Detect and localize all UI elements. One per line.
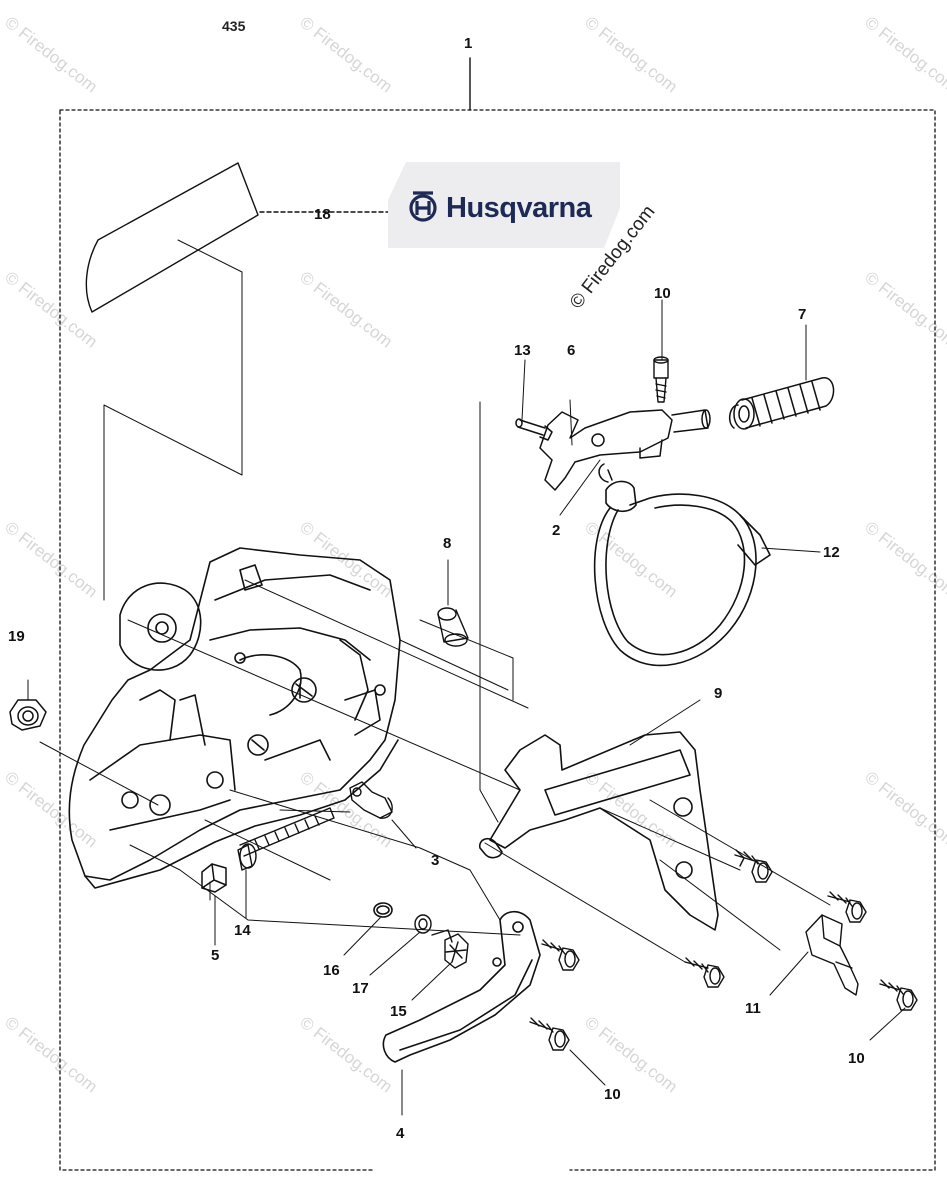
clutch-cover-housing	[68, 547, 401, 889]
decal-sheet	[85, 162, 391, 313]
washer-part	[373, 902, 393, 918]
tensioner-nut	[201, 863, 227, 893]
bolt-part	[684, 957, 725, 988]
callout-number: 11	[745, 1000, 761, 1017]
assembly-border	[59, 109, 936, 1171]
decal-guide-lines	[103, 239, 499, 823]
washer-part	[414, 914, 432, 934]
brand-logo	[388, 162, 620, 248]
callout-number: 5	[211, 947, 220, 964]
page-code: 435	[222, 18, 246, 34]
bumper-part	[382, 910, 541, 1063]
callout-number: 14	[234, 922, 251, 939]
screw-part	[653, 356, 669, 403]
callout-number: 8	[443, 535, 452, 552]
callout-number: 12	[823, 544, 840, 561]
bolt-part	[529, 1017, 570, 1051]
callout-number: 13	[514, 342, 531, 359]
leader-lines	[27, 299, 906, 1116]
tensioner-part	[349, 781, 393, 819]
callout-number: 10	[848, 1050, 865, 1067]
bolt-part	[827, 891, 867, 923]
callout-number: 9	[714, 685, 723, 702]
callout-number: 1	[464, 35, 473, 52]
callout-number: 17	[352, 980, 369, 997]
brake-lever-assembly	[515, 409, 711, 491]
brand-logo-text: Husqvarna	[446, 192, 592, 224]
callout-number: 6	[567, 342, 576, 359]
callout-number: 10	[604, 1086, 621, 1103]
callout-number: 19	[8, 628, 25, 645]
callout-number: 2	[552, 522, 561, 539]
brake-band	[593, 480, 771, 667]
callout-number: 10	[654, 285, 671, 302]
pin-part	[437, 607, 469, 647]
bolt-part	[879, 979, 918, 1011]
callout-number: 18	[314, 206, 331, 223]
chain-guide-plate	[478, 731, 719, 931]
nut-part	[9, 699, 47, 731]
clip-part	[805, 914, 859, 996]
callout-number: 4	[396, 1125, 405, 1142]
spring-part	[728, 377, 835, 430]
tensioner-screw	[237, 807, 335, 871]
bolt-part	[734, 849, 773, 883]
callout-number: 7	[798, 306, 807, 323]
bolt-part	[541, 939, 580, 971]
callout-number: 16	[323, 962, 340, 979]
callout-number: 15	[390, 1003, 407, 1020]
gear-part	[431, 929, 469, 969]
callout-number: 3	[431, 852, 440, 869]
